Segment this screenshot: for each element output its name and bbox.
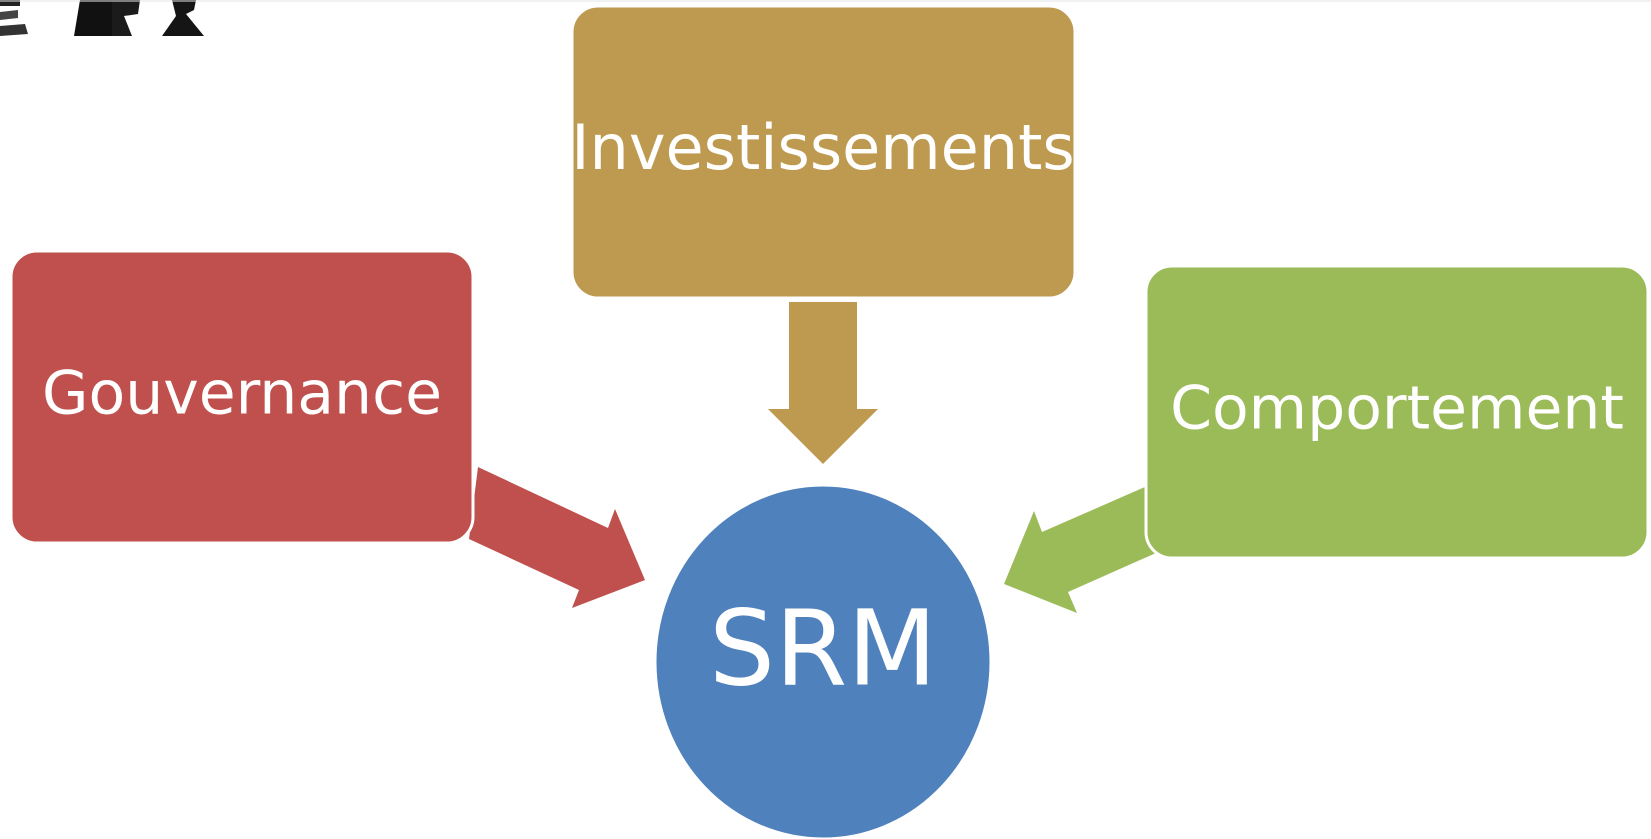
node-srm: SRM	[653, 483, 993, 839]
chess-pieces-icon	[0, 0, 204, 36]
node-gouvernance-label: Gouvernance	[42, 359, 442, 429]
node-gouvernance: Gouvernance	[9, 249, 475, 545]
node-investissements: Investissements	[570, 4, 1077, 300]
node-comportement: Comportement	[1144, 264, 1650, 560]
arrow-comportement-to-srm	[1004, 487, 1165, 613]
node-srm-label: SRM	[709, 587, 937, 709]
node-comportement-label: Comportement	[1170, 374, 1624, 444]
arrow-gouvernance-to-srm	[469, 467, 645, 608]
node-investissements-label: Investissements	[571, 111, 1074, 184]
arrow-investissements-to-srm	[768, 302, 878, 464]
